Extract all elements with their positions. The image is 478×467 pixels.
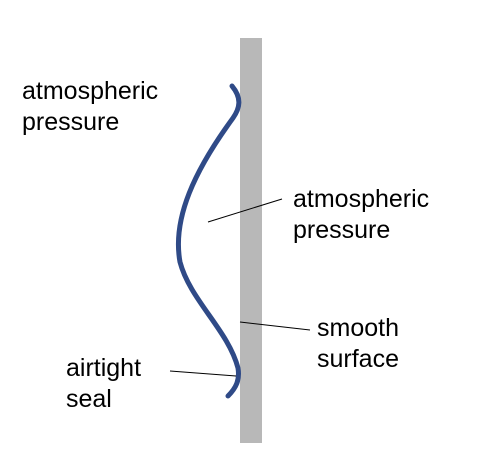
label-smooth-surface: smooth surface bbox=[317, 313, 399, 375]
label-line: surface bbox=[317, 345, 399, 373]
label-atmospheric-pressure-outside: atmospheric pressure bbox=[22, 76, 158, 138]
label-line: atmospheric bbox=[22, 77, 159, 105]
leader-line-smooth-surface bbox=[239, 321, 311, 331]
label-line: pressure bbox=[22, 108, 120, 136]
label-line: atmospheric bbox=[293, 185, 430, 213]
suction-cup-curve bbox=[175, 83, 242, 399]
label-line: airtight bbox=[66, 354, 142, 382]
leader-line-airtight-seal bbox=[169, 370, 237, 377]
smooth-surface-wall bbox=[240, 38, 262, 443]
label-line: seal bbox=[66, 385, 112, 413]
leader-line-atmospheric-pressure bbox=[207, 198, 283, 223]
label-line: pressure bbox=[293, 216, 391, 244]
label-airtight-seal: airtight seal bbox=[66, 353, 141, 415]
label-atmospheric-pressure-inside: atmospheric pressure bbox=[293, 184, 429, 246]
label-line: smooth bbox=[317, 314, 399, 342]
